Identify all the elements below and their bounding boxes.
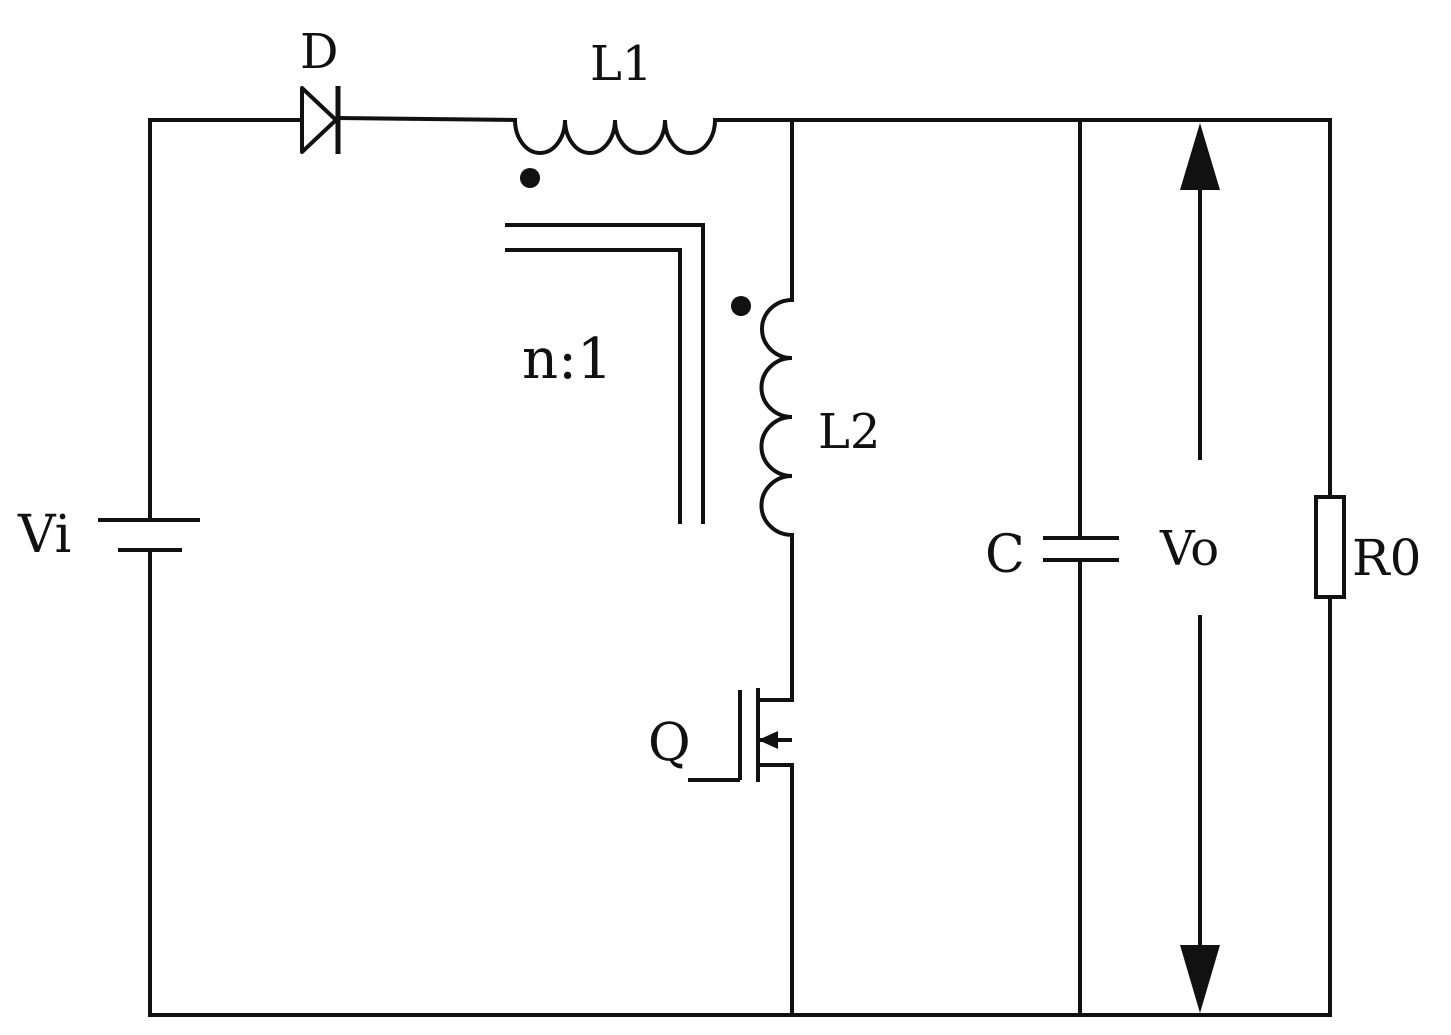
- inductor-l2-coil: [759, 297, 795, 538]
- dot-l1: [520, 168, 540, 188]
- label-l2: L2: [818, 404, 880, 460]
- vo-arrow-down-head: [1180, 945, 1220, 1013]
- label-d: D: [300, 24, 338, 80]
- battery-symbol: [98, 518, 200, 552]
- vo-arrow-up-head: [1180, 123, 1220, 190]
- resistor-symbol: [1314, 495, 1346, 599]
- mosfet-symbol: [688, 688, 792, 782]
- dot-l2: [731, 296, 751, 316]
- capacitor-symbol: [1043, 536, 1119, 562]
- label-vi: Vi: [17, 505, 71, 565]
- label-c: C: [985, 525, 1025, 585]
- label-ratio: n:1: [522, 327, 613, 392]
- vo-arrow: [1180, 123, 1220, 1013]
- label-l1: L1: [590, 36, 652, 92]
- label-q: Q: [648, 713, 691, 773]
- coupling-core: [505, 223, 705, 524]
- diode-symbol: [300, 86, 341, 154]
- label-r0: R0: [1352, 529, 1421, 587]
- inductor-l1-coil: [512, 117, 718, 155]
- label-vo: Vo: [1159, 521, 1219, 577]
- wire-diode-l1: [335, 115, 518, 123]
- wiring: [148, 115, 1332, 1017]
